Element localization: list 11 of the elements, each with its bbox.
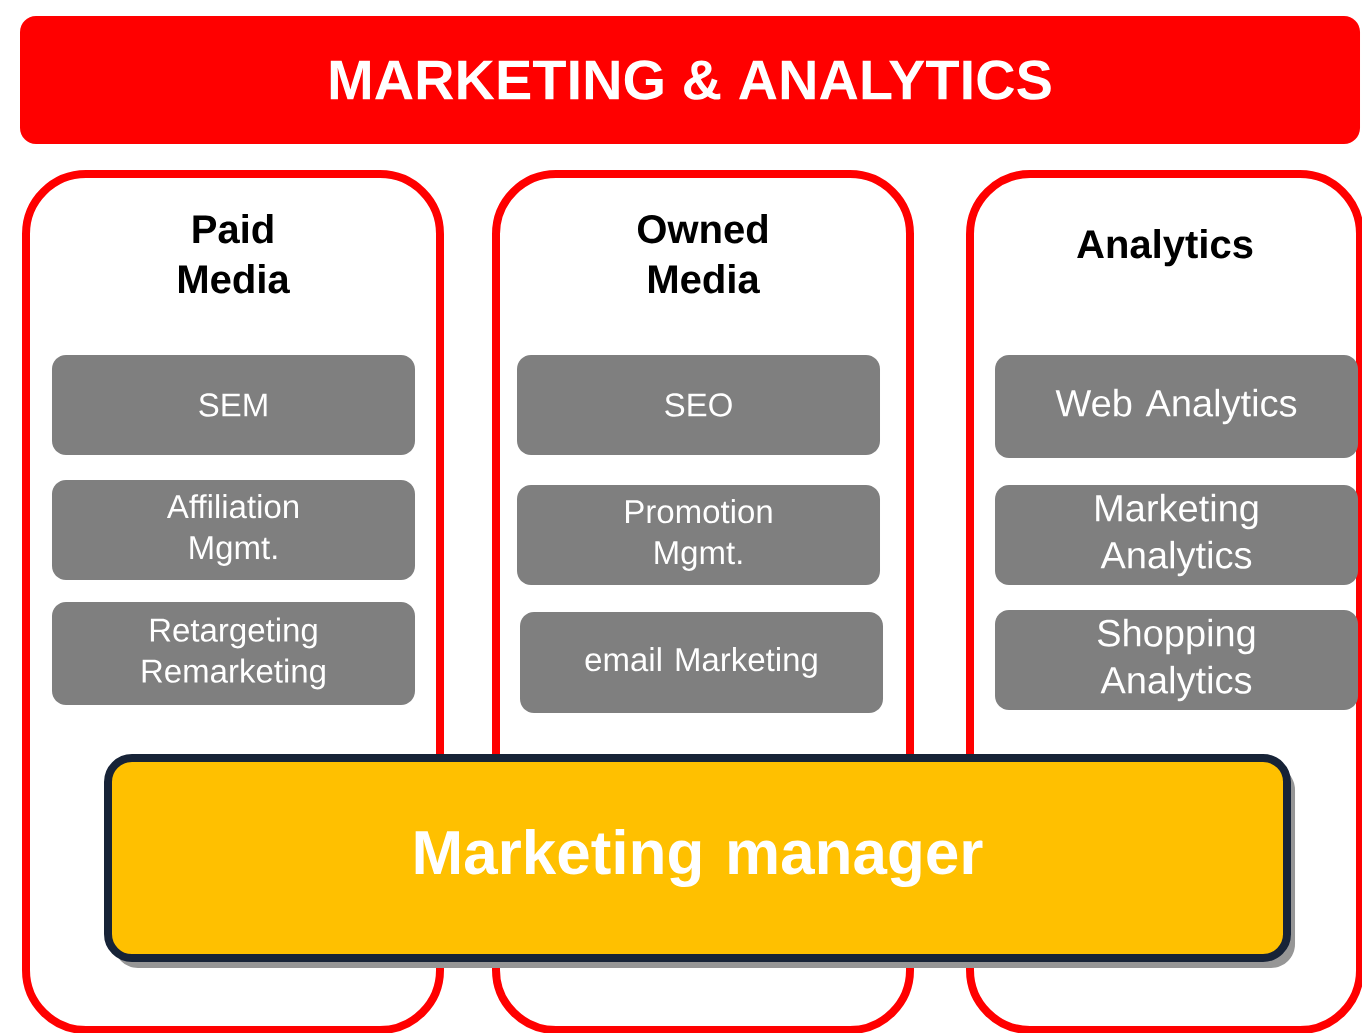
item-box: Retargeting Remarketing: [52, 602, 415, 705]
item-box: SEO: [517, 355, 880, 455]
item-box: SEM: [52, 355, 415, 455]
item-box: Marketing Analytics: [995, 485, 1358, 585]
item-box: Web Analytics: [995, 355, 1358, 458]
item-box: Promotion Mgmt.: [517, 485, 880, 585]
item-box: Affiliation Mgmt.: [52, 480, 415, 580]
title-banner: MARKETING & ANALYTICS: [20, 16, 1360, 144]
item-box: email Marketing: [520, 612, 883, 713]
role-box: Marketing manager: [104, 754, 1295, 968]
item-box: Shopping Analytics: [995, 610, 1358, 710]
